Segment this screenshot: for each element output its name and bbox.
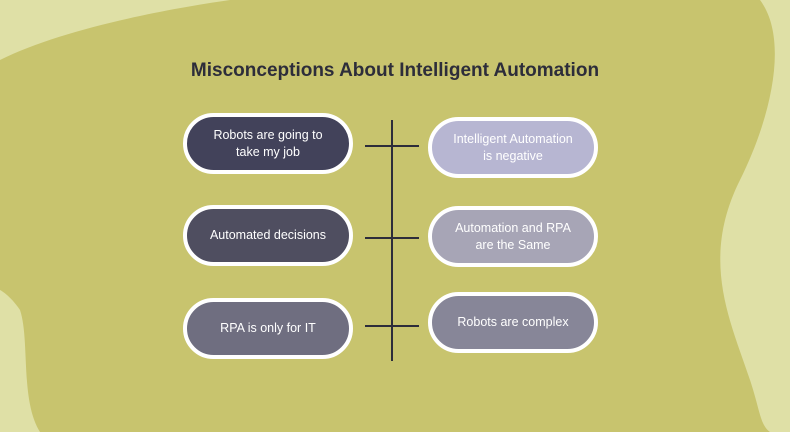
center-vertical-line	[391, 120, 393, 361]
connector-line-3	[365, 325, 419, 327]
misconception-right-1: Intelligent Automation is negative	[428, 117, 598, 178]
pill-label: Robots are going to take my job	[213, 127, 323, 159]
connector-line-1	[365, 145, 419, 147]
misconception-left-1: Robots are going to take my job	[183, 113, 353, 174]
misconception-right-3: Robots are complex	[428, 292, 598, 353]
pill-label: Automation and RPA are the Same	[455, 220, 571, 252]
diagram-title: Misconceptions About Intelligent Automat…	[190, 60, 600, 81]
pill-label: RPA is only for IT	[220, 321, 316, 335]
misconception-left-3: RPA is only for IT	[183, 298, 353, 359]
misconception-left-2: Automated decisions	[183, 205, 353, 266]
connector-line-2	[365, 237, 419, 239]
pill-label: Robots are complex	[457, 315, 569, 329]
misconception-right-2: Automation and RPA are the Same	[428, 206, 598, 267]
pill-label: Automated decisions	[209, 228, 327, 242]
pill-label: Intelligent Automation is negative	[453, 131, 573, 163]
